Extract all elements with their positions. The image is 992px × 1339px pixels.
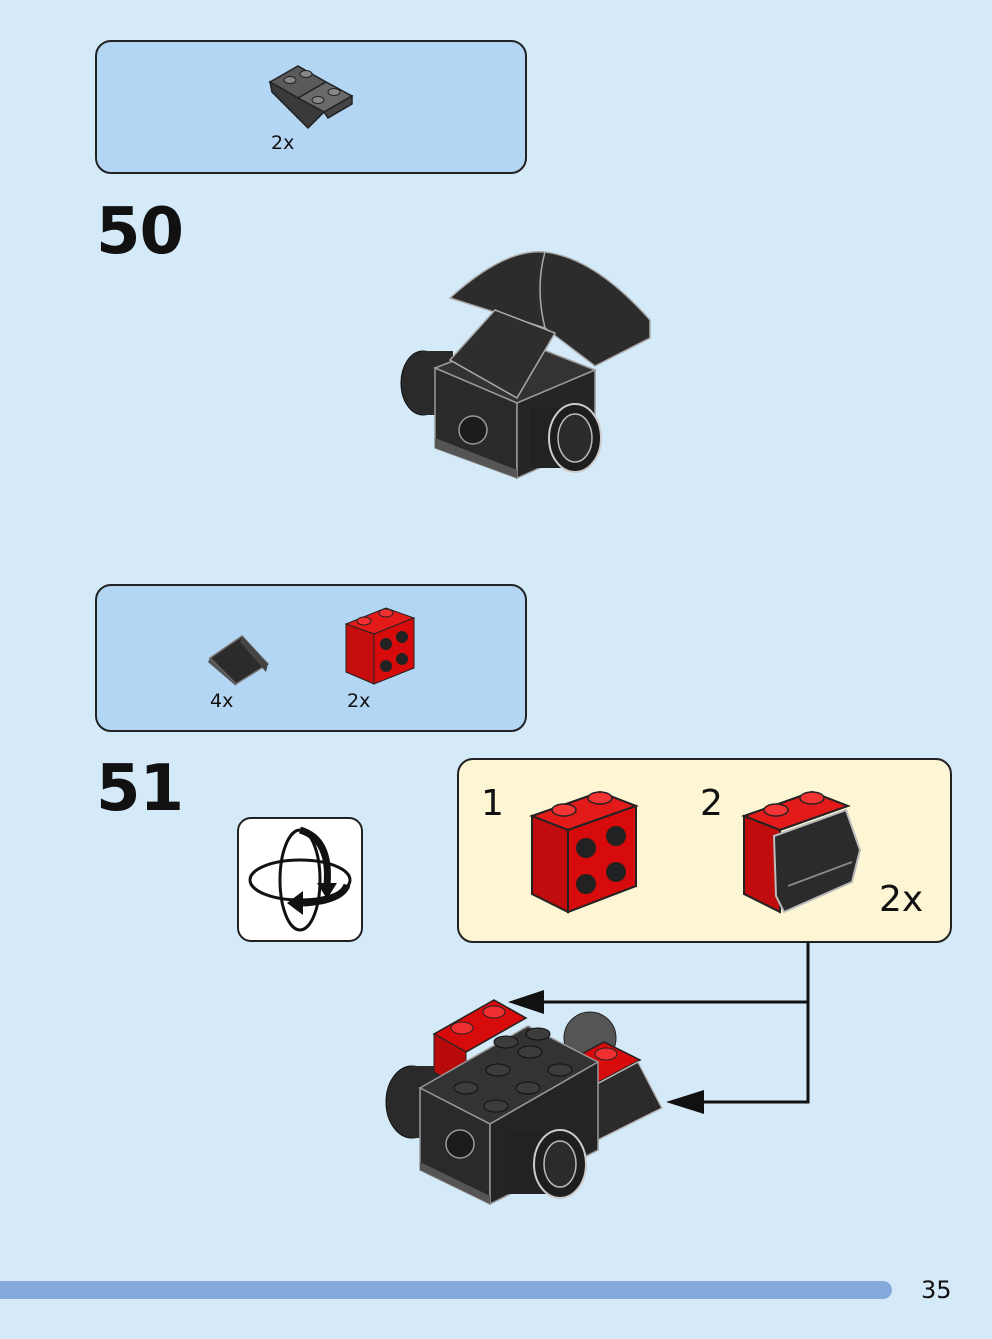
step-51-part-1-quantity: 4x: [210, 690, 234, 712]
red-brick-with-studs-icon: [344, 607, 416, 685]
callout-arrows: [508, 942, 810, 1114]
step-50-part-quantity: 2x: [271, 132, 295, 154]
subassembly-step-2-number: 2: [700, 783, 723, 824]
subassembly-red-brick-icon: [529, 790, 639, 914]
rotate-model-icon: [248, 826, 352, 932]
step-51-model-illustration: [385, 999, 664, 1206]
subassembly-multiplier: 2x: [879, 879, 924, 920]
step-50-number: 50: [96, 195, 184, 269]
step-50-model-illustration: [400, 250, 651, 480]
progress-bar: [0, 1281, 892, 1299]
step-51-number: 51: [96, 752, 184, 826]
subassembly-red-brick-with-slope-icon: [741, 790, 862, 914]
arrow-to-back-brick-icon: [508, 990, 544, 1014]
step-51-part-2-quantity: 2x: [347, 690, 371, 712]
page-number: 35: [921, 1276, 952, 1304]
arrow-to-front-brick-icon: [666, 1090, 704, 1114]
subassembly-step-1-number: 1: [481, 783, 504, 824]
rotate-model-box: [237, 817, 363, 942]
black-slope-icon: [208, 635, 270, 686]
step-51-parts-box: [95, 584, 527, 732]
dark-gray-inverted-slope-plate-icon: [268, 65, 354, 130]
